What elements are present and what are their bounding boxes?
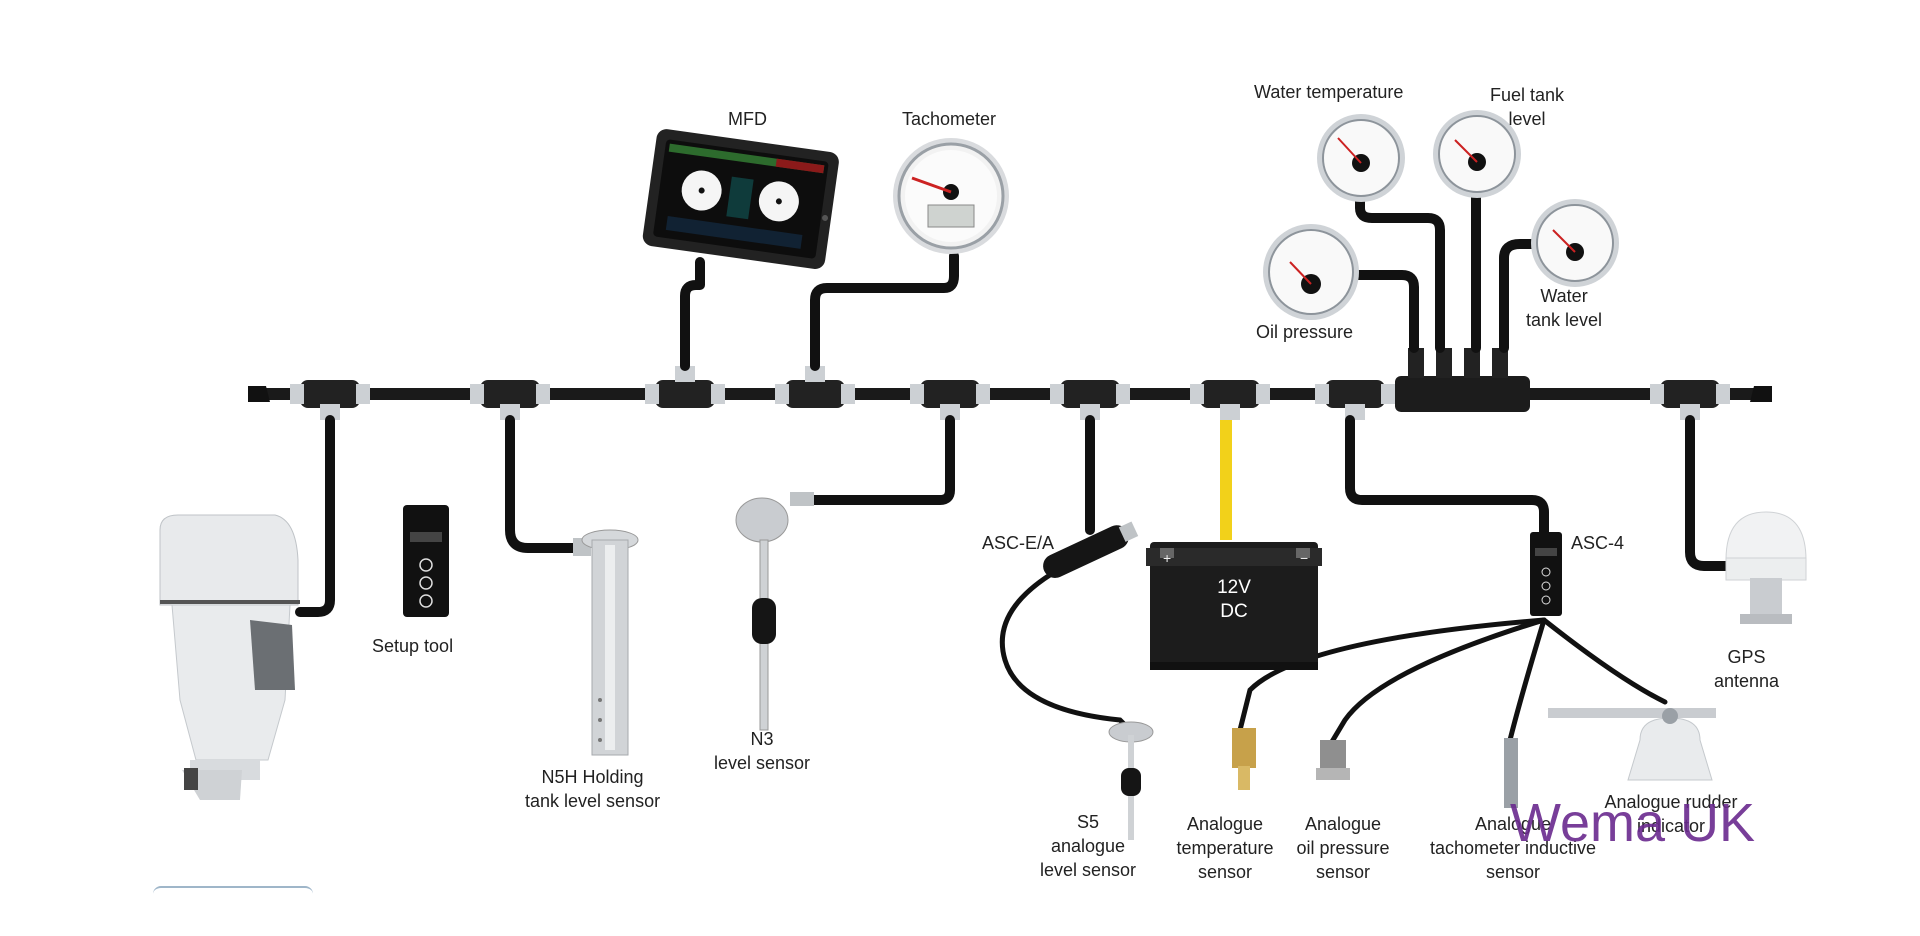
analogue-tachometer-sensor-device	[1504, 738, 1518, 808]
svg-text:−: −	[1300, 550, 1308, 566]
engine-cable	[295, 415, 335, 617]
asc4-device[interactable]	[1530, 532, 1562, 616]
analogue-oil-pressure-sensor-device	[1316, 740, 1350, 780]
label-tachometer: Tachometer	[902, 109, 997, 129]
t-connector-1	[290, 380, 370, 420]
tachometer-cable	[810, 251, 959, 371]
watermark-wema-uk: Wema UK	[1510, 793, 1756, 853]
t-connector-7	[1190, 380, 1270, 420]
label-gps-antenna: GPS antenna	[1714, 647, 1780, 691]
label-analogue-tachometer: Analogue tachometer inductive sensor	[1429, 814, 1597, 882]
tachometer-gauge[interactable]	[893, 138, 1009, 254]
label-analogue-temperature: Analogue temperature sensor	[1176, 814, 1274, 882]
gps-cable	[1685, 415, 1745, 571]
s5-wire	[999, 567, 1132, 732]
water-temperature-gauge[interactable]	[1317, 114, 1405, 202]
label-water-tank-level: Water tank level	[1526, 286, 1603, 330]
t-connector-9	[1650, 380, 1730, 420]
water-temp-cable	[1355, 185, 1445, 353]
oil-cable	[1350, 270, 1419, 353]
n3-cable	[805, 415, 955, 505]
oil-pressure-gauge[interactable]	[1263, 224, 1359, 320]
label-n3-sensor: N3 level sensor	[714, 729, 811, 773]
asc4-sensor-wires	[1237, 617, 1668, 748]
label-analogue-rudder: Analogue rudder indicator	[1604, 792, 1738, 836]
water-tank-cable	[1499, 239, 1539, 353]
mfd-cable	[680, 257, 705, 371]
t-connector-5	[910, 380, 990, 420]
label-setup-tool: Setup tool	[372, 636, 454, 656]
label-asc-4: ASC-4	[1571, 533, 1625, 553]
n3-sensor	[735, 492, 814, 731]
scroll-indicator	[153, 886, 313, 894]
label-mfd: MFD	[728, 109, 767, 129]
drop-cables	[295, 185, 1745, 617]
water-tank-gauge[interactable]	[1531, 199, 1619, 287]
analogue-temperature-sensor-device	[1232, 728, 1256, 790]
fuel-tank-gauge[interactable]	[1433, 110, 1521, 198]
label-analogue-oil-pressure: Analogue oil pressure sensor	[1296, 814, 1390, 882]
label-s5-sensor: S5 analogue level sensor	[1039, 812, 1137, 880]
t-connector-3	[645, 366, 725, 408]
s5-sensor	[1108, 721, 1154, 840]
label-oil-pressure: Oil pressure	[1256, 322, 1354, 342]
t-connector-6	[1050, 380, 1130, 420]
outboard-engine	[159, 514, 300, 800]
n5h-sensor	[573, 529, 639, 756]
setup-tool-device[interactable]	[403, 505, 449, 617]
label-battery: 12V DC	[1217, 577, 1251, 622]
analogue-rudder-indicator-device	[1548, 708, 1716, 781]
mfd-display[interactable]	[642, 128, 841, 270]
t-connector-4	[775, 366, 855, 408]
battery-12v: + −	[1146, 542, 1322, 670]
multi-port-hub	[1395, 348, 1530, 412]
svg-text:+: +	[1163, 550, 1171, 566]
label-asc-ea: ASC-E/A	[982, 533, 1055, 553]
t-connectors	[290, 348, 1730, 420]
label-water-temperature: Water temperature	[1254, 82, 1404, 102]
label-fuel-tank-level: Fuel tank level	[1490, 85, 1565, 129]
asc4-cable	[1345, 415, 1549, 537]
gps-antenna	[1725, 511, 1807, 624]
t-connector-8	[1315, 380, 1395, 420]
label-n5h-sensor: N5H Holding tank level sensor	[525, 767, 661, 811]
t-connector-2	[470, 380, 550, 420]
asc-ea-device[interactable]	[1039, 518, 1140, 582]
n5h-cable	[505, 415, 580, 553]
